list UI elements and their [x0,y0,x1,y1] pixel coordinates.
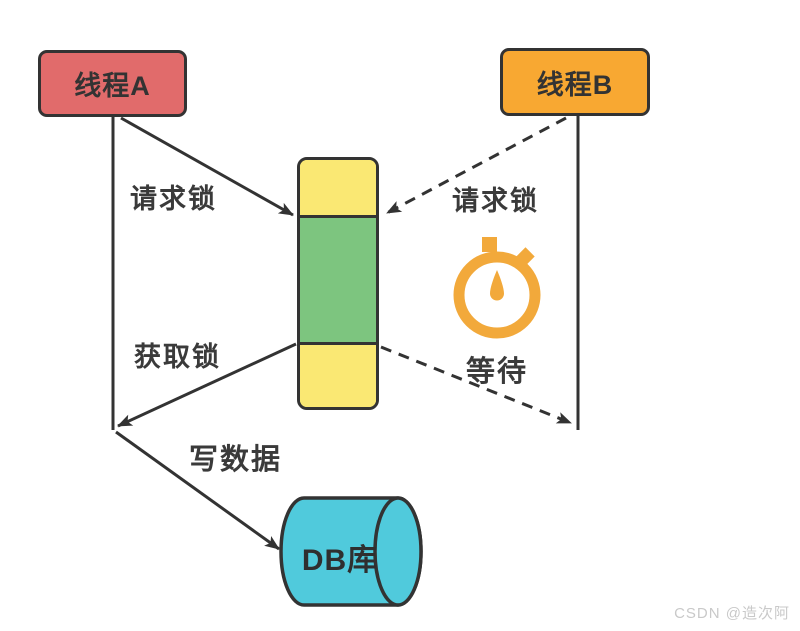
lock-resource-node [297,157,379,410]
request-lock-a-label: 请求锁 [130,184,217,214]
lock-segment-top [300,160,376,218]
write-data-label: 写数据 [189,444,283,476]
watermark-text: CSDN @造次阿 [674,605,790,622]
stopwatch-icon [453,237,541,339]
acquire-lock-label: 获取锁 [134,342,221,372]
lock-segment-bottom [300,345,376,407]
thread-a-node: 线程A [38,50,187,117]
edge-write-data [115,430,280,551]
edge-wait [380,345,572,425]
edge-request-lock-a [120,116,294,217]
database-cylinder [279,496,423,607]
database-label: DB库 [301,544,379,577]
thread-b-label: 线程B [536,69,614,100]
edge-acquire-lock [117,342,297,428]
thread-b-node: 线程B [500,48,650,116]
wait-label: 等待 [466,356,529,388]
lock-segment-middle [300,218,376,345]
edge-request-lock-b [386,116,567,215]
thread-a-label: 线程A [74,71,151,101]
request-lock-b-label: 请求锁 [452,186,539,216]
